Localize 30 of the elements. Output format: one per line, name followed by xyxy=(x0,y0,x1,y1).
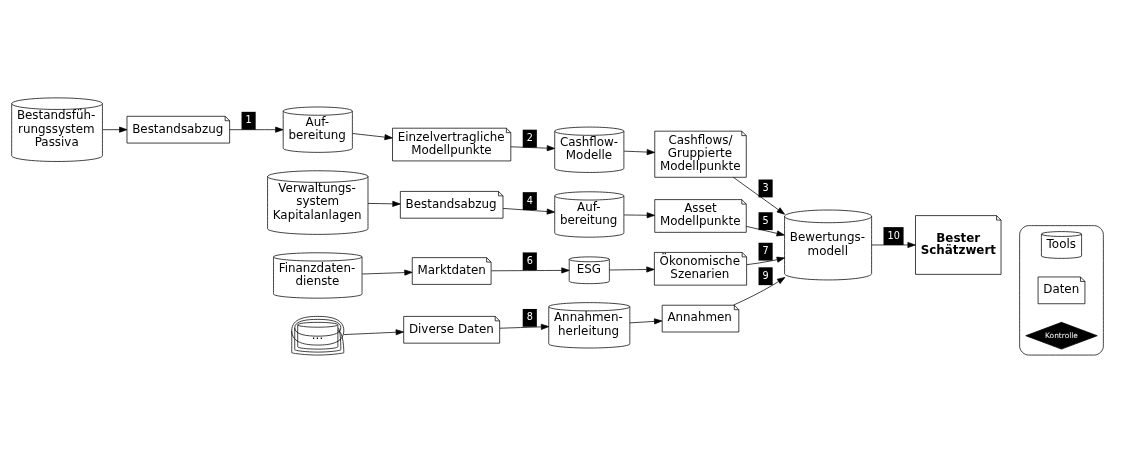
edge-label: 6 xyxy=(526,254,533,266)
node-diamond: Kontrolle xyxy=(1025,321,1098,350)
edge-label: 1 xyxy=(245,114,252,126)
arrow xyxy=(746,226,785,237)
edge-label: 5 xyxy=(762,214,769,226)
edge-label: 4 xyxy=(526,194,533,206)
arrow xyxy=(102,126,128,133)
edge-label: 10 xyxy=(887,229,900,241)
arrow xyxy=(510,145,555,152)
arrow xyxy=(871,242,916,248)
edge-label: 8 xyxy=(526,311,533,323)
edge-label: 7 xyxy=(762,245,769,257)
arrow xyxy=(623,149,655,156)
arrow xyxy=(343,329,404,336)
arrow xyxy=(491,267,570,274)
arrow xyxy=(746,256,785,266)
arrow xyxy=(609,266,655,273)
arrow xyxy=(229,126,284,133)
arrow xyxy=(623,212,655,219)
arrow xyxy=(367,200,401,207)
cluster xyxy=(1019,225,1104,356)
arrow xyxy=(502,208,555,215)
arrow xyxy=(352,133,393,141)
arrow xyxy=(629,318,663,325)
arrow xyxy=(733,277,786,306)
arrow xyxy=(499,323,550,330)
arrow xyxy=(361,269,413,276)
edge-label: 9 xyxy=(762,269,769,281)
edge-label: 3 xyxy=(762,181,769,193)
edge-label: 2 xyxy=(526,132,533,144)
